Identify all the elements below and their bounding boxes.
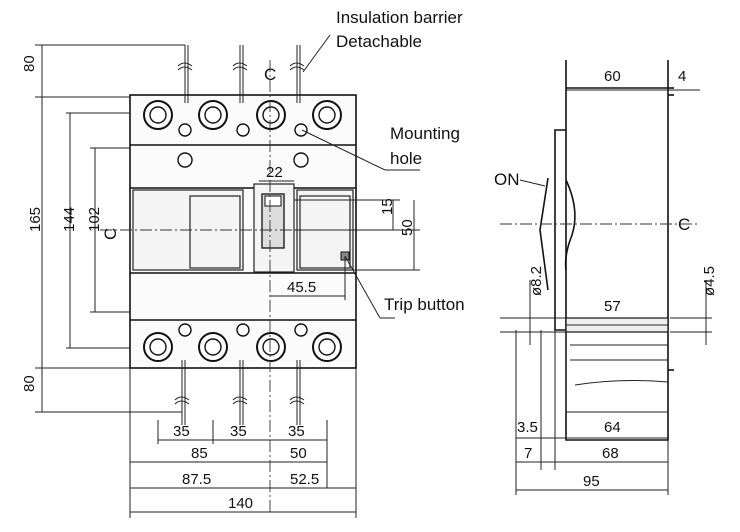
on-label: ON — [494, 170, 520, 189]
dim-depth-60: 60 — [604, 68, 621, 85]
dim-handle-position: 45.5 — [287, 279, 316, 296]
side-dimension-lines — [500, 89, 712, 495]
dim-half-right: 52.5 — [290, 471, 319, 488]
mounting-holes — [177, 123, 309, 337]
dim-overall-height: 165 — [27, 207, 44, 232]
left-dimension-lines — [35, 44, 185, 413]
centerline-top-label: C — [264, 65, 276, 84]
dim-span-left: 85 — [191, 445, 208, 462]
dim-handle-offset: 15 — [379, 198, 396, 215]
dim-dia-4-5: ø4.5 — [701, 266, 718, 296]
dim-depth-3-5: 3.5 — [517, 419, 538, 436]
dim-bottom-terminal: 80 — [21, 375, 38, 392]
dim-depth-68: 68 — [602, 445, 619, 462]
mounting-label: Mounting — [390, 124, 460, 143]
bottom-terminals — [143, 332, 342, 362]
side-handle — [539, 177, 549, 291]
dim-cover-height: 102 — [86, 207, 103, 232]
dim-depth-4: 4 — [678, 68, 686, 85]
side-body — [565, 60, 669, 441]
dim-dia-8-2: ø8.2 — [528, 266, 545, 296]
top-terminals — [143, 100, 342, 130]
dim-span-right: 50 — [290, 445, 307, 462]
dim-handle-width: 22 — [266, 164, 283, 181]
detachable-label: Detachable — [336, 32, 422, 51]
dim-depth-64: 64 — [604, 419, 621, 436]
dim-top-terminal: 80 — [21, 55, 38, 72]
dim-half-left: 87.5 — [182, 471, 211, 488]
dim-pole-pitch-2: 35 — [230, 423, 247, 440]
handle-dimension-lines — [259, 34, 420, 319]
centerline-side-label: C — [678, 215, 690, 234]
operating-handle — [261, 193, 285, 249]
dim-pole-pitch-1: 35 — [173, 423, 190, 440]
hole-label: hole — [390, 149, 422, 168]
dim-depth-95: 95 — [583, 473, 600, 490]
dim-mounting-height: 144 — [61, 207, 78, 232]
top-leads — [177, 45, 305, 103]
dim-depth-57: 57 — [604, 298, 621, 315]
dim-pole-pitch-3: 35 — [288, 423, 305, 440]
trip-button-label: Trip button — [384, 295, 465, 314]
side-view: ON C 60 4 57 ø8.2 ø4.5 3.5 64 7 68 95 — [494, 60, 718, 495]
insulation-barrier-label: Insulation barrier — [336, 8, 463, 27]
bottom-leads — [174, 360, 305, 425]
dim-depth-7: 7 — [524, 445, 532, 462]
centerline-left-label: C — [101, 228, 120, 240]
dim-overall-width: 140 — [228, 495, 253, 512]
bottom-dimension-lines — [129, 368, 357, 518]
dim-handle-height: 50 — [399, 219, 416, 236]
front-view: Insulation barrier Detachable Mounting h… — [21, 8, 465, 518]
cover-step — [554, 129, 566, 331]
